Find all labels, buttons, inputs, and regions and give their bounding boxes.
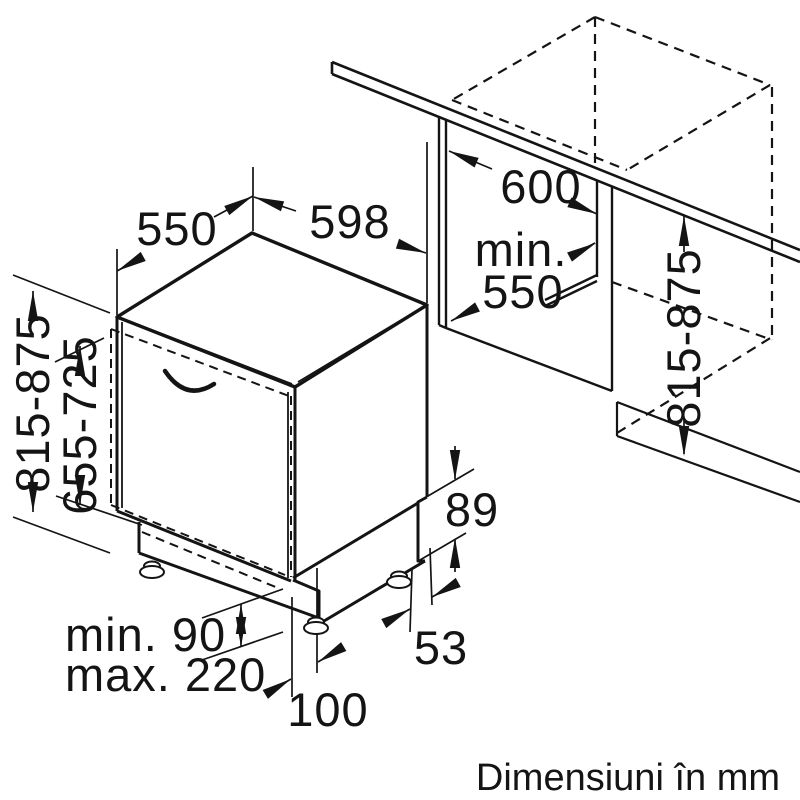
arrowhead-icon xyxy=(432,577,461,597)
skirting-notch-height-label: 89 xyxy=(445,483,499,536)
arrowhead-icon xyxy=(381,609,410,629)
door-panel-height-label: 655-725 xyxy=(53,335,106,515)
niche-depth-label-line2: 550 xyxy=(482,265,563,318)
arrowhead-icon xyxy=(117,251,146,271)
arrowhead-icon xyxy=(449,538,461,568)
niche-width-label: 600 xyxy=(500,160,581,213)
arrowhead-icon xyxy=(678,426,690,456)
skirting-notch-depth-label: 53 xyxy=(414,621,468,674)
arrowhead-icon xyxy=(27,482,39,512)
niche-cube-dashed-outline xyxy=(451,15,774,434)
arrowhead-icon xyxy=(449,450,461,480)
units-caption: Dimensiuni în mm xyxy=(476,757,780,799)
appliance-height-label: 815-875 xyxy=(6,313,59,493)
arrowhead-icon xyxy=(395,238,426,253)
niche-side-panel xyxy=(437,117,614,393)
arrowhead-icon xyxy=(451,302,480,321)
adjustable-feet xyxy=(139,560,412,635)
arrowhead-icon xyxy=(567,243,596,262)
arrowhead-icon xyxy=(74,475,86,505)
dimension-arrows xyxy=(27,151,690,699)
appliance-outline xyxy=(115,231,429,626)
countertop xyxy=(330,60,800,264)
arrowhead-icon xyxy=(254,197,285,212)
arrowhead-icon xyxy=(224,196,253,216)
arrowhead-icon xyxy=(678,216,690,246)
extension-lines xyxy=(12,142,475,697)
arrowhead-icon xyxy=(74,346,86,376)
plinth-height-max-label: max. 220 xyxy=(65,648,266,701)
arrowhead-icon xyxy=(449,151,479,168)
arrowhead-icon xyxy=(262,679,291,699)
plinth-height-min-label: min. 90 xyxy=(65,608,226,661)
niche-height-label: 815-875 xyxy=(657,248,710,428)
arrowhead-icon xyxy=(318,642,347,662)
arrowhead-icon xyxy=(235,617,247,647)
floor-edge xyxy=(615,400,800,504)
plinth-recess-depth-label: 100 xyxy=(287,683,368,736)
furniture-door-dashed-outline xyxy=(110,328,292,589)
door-handle-icon xyxy=(162,368,217,393)
arrowhead-icon xyxy=(567,197,597,214)
niche-depth-label-line1: min. xyxy=(475,223,568,276)
arrowhead-icon xyxy=(27,291,39,321)
appliance-depth-label: 550 xyxy=(136,202,217,255)
appliance-width-label: 598 xyxy=(309,195,390,248)
